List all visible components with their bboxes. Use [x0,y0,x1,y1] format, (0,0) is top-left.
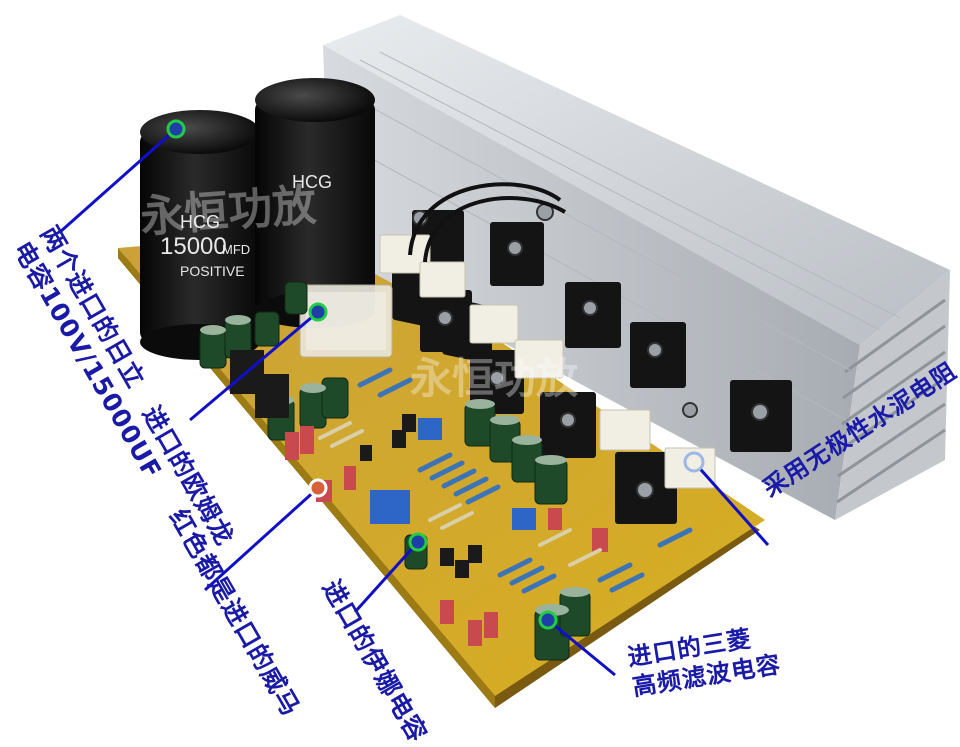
resistor-rows-beige [318,421,602,567]
cap-unit-text: MFD [222,242,250,257]
resistor-rows [357,367,693,594]
trimpots [370,418,536,530]
marker-filter [538,610,558,630]
relay [299,284,393,358]
marker-resistor [683,451,705,473]
board-illustration: HCG 15000 MFD POSITIVE HCG [59,15,950,708]
wires [408,182,567,263]
marker-caps [166,119,186,139]
marker-relay [308,302,328,322]
cap-brand-text-2: HCG [292,172,332,192]
capacitor-markings: HCG 15000 MFD POSITIVE HCG [160,172,332,279]
marker-elna [408,532,428,552]
pointer-lines [59,127,770,677]
cement-resistors [379,234,716,489]
watermark-2: 永恒功放 [410,354,579,403]
cap-polarity-text: POSITIVE [180,263,245,279]
small-electrolytic-capacitors [199,281,591,661]
power-transistors [392,210,792,524]
cap-brand-text: HCG [180,212,220,232]
marker-red [308,478,328,498]
amplifier-board-photo: HCG 15000 MFD POSITIVE HCG [8,15,960,747]
transistor-screws [412,203,769,499]
pointer-markers [166,119,558,630]
watermark-1: 永恒功放 [138,179,318,244]
capacitor-tops [200,315,590,616]
pointer-markers-other [308,451,705,498]
cap-value-text: 15000 [160,233,227,260]
